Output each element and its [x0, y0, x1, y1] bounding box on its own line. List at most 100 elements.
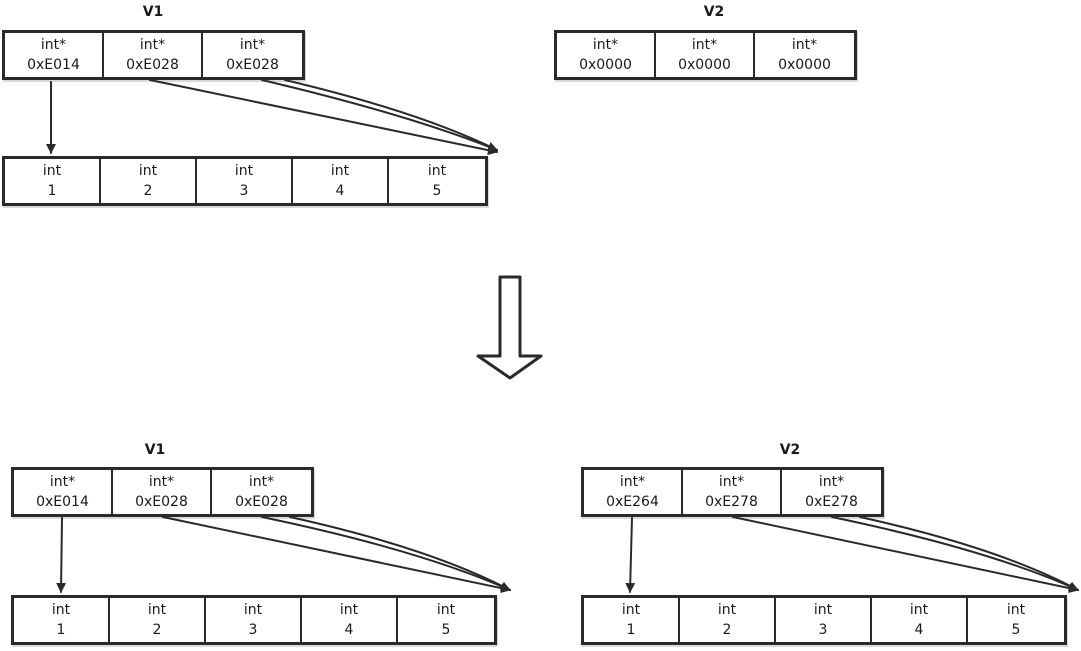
cell-value: 5 — [432, 183, 442, 199]
cell-address: 0xE028 — [235, 494, 288, 510]
cell-address: 0x0000 — [579, 57, 632, 73]
bottom-v2-value-cell-4: int 5 — [968, 598, 1064, 642]
cell-type: int* — [592, 37, 619, 53]
pointer-arrow — [261, 516, 511, 591]
bottom-v1-pointer-cell-0: int* 0xE014 — [14, 470, 113, 514]
cell-type: int* — [248, 474, 275, 490]
top-v1-pointer-cell-2: int* 0xE028 — [203, 33, 302, 77]
cell-type: int — [138, 163, 158, 179]
bottom-v1-label: V1 — [144, 442, 166, 458]
pointer-arrow — [56, 517, 67, 593]
cell-address: 0xE028 — [126, 57, 179, 73]
bottom-v2-value-cell-3: int 4 — [872, 598, 968, 642]
top-v1-value-cell-3: int 4 — [293, 159, 389, 203]
top-v1-value-cell-0: int 1 — [5, 159, 101, 203]
cell-type: int — [436, 602, 456, 618]
cell-type: int — [42, 163, 62, 179]
cell-type: int — [427, 163, 447, 179]
cell-type: int* — [49, 474, 76, 490]
cell-value: 2 — [722, 622, 732, 638]
top-v1-value-cell-4: int 5 — [389, 159, 485, 203]
top-v1-pointer-cell-1: int* 0xE028 — [104, 33, 203, 77]
cell-type: int* — [239, 37, 266, 53]
bottom-v2-value-cell-1: int 2 — [680, 598, 776, 642]
cell-address: 0xE014 — [36, 494, 89, 510]
bottom-v1-value-cell-2: int 3 — [206, 598, 302, 642]
cell-address: 0xE028 — [226, 57, 279, 73]
cell-type: int — [1006, 602, 1026, 618]
cell-type: int* — [791, 37, 818, 53]
cell-address: 0xE264 — [606, 494, 659, 510]
cell-value: 2 — [152, 622, 162, 638]
cell-value: 4 — [344, 622, 354, 638]
top-v1-pointer-array: int* 0xE014 int* 0xE028 int* 0xE028 — [2, 30, 305, 80]
cell-type: int* — [718, 474, 745, 490]
pointer-arrow — [625, 517, 636, 593]
cell-value: 2 — [143, 183, 153, 199]
top-v1-label: V1 — [142, 4, 164, 20]
top-v1-value-cell-1: int 2 — [101, 159, 197, 203]
cell-type: int — [909, 602, 929, 618]
cell-address: 0x0000 — [678, 57, 731, 73]
cell-value: 4 — [335, 183, 345, 199]
top-v2-label: V2 — [703, 4, 725, 20]
pointer-arrow — [261, 79, 498, 152]
bottom-v1-value-cell-4: int 5 — [398, 598, 494, 642]
cell-type: int* — [619, 474, 646, 490]
bottom-v2-value-cell-2: int 3 — [776, 598, 872, 642]
cell-address: 0xE278 — [705, 494, 758, 510]
bottom-v1-pointer-cell-2: int* 0xE028 — [212, 470, 311, 514]
cell-value: 1 — [47, 183, 57, 199]
bottom-v2-pointer-cell-1: int* 0xE278 — [683, 470, 782, 514]
cell-type: int — [813, 602, 833, 618]
cell-type: int* — [691, 37, 718, 53]
bottom-v2-pointer-array: int*0xE264 int*0xE278 int*0xE278 — [581, 467, 884, 517]
cell-type: int — [51, 602, 71, 618]
cell-value: 1 — [56, 622, 66, 638]
pointer-arrow — [859, 516, 1079, 591]
bottom-v2-pointer-cell-0: int* 0xE264 — [584, 470, 683, 514]
pointer-arrow — [284, 79, 498, 151]
top-v2-pointer-cell-0: int* 0x0000 — [557, 33, 656, 77]
bottom-v2-value-cell-0: int 1 — [584, 598, 680, 642]
top-v1-value-cell-2: int 3 — [197, 159, 293, 203]
pointer-arrow — [289, 516, 511, 591]
cell-value: 4 — [914, 622, 924, 638]
cell-type: int — [234, 163, 254, 179]
cell-address: 0xE028 — [135, 494, 188, 510]
down-arrow-icon — [476, 275, 543, 380]
cell-type: int — [621, 602, 641, 618]
pointer-arrow — [732, 516, 1079, 594]
cell-type: int — [330, 163, 350, 179]
cell-value: 5 — [1011, 622, 1021, 638]
cell-address: 0xE014 — [27, 57, 80, 73]
top-v2-pointer-array: int* 0x0000 int* 0x0000 int* 0x0000 — [554, 30, 857, 80]
cell-type: int — [717, 602, 737, 618]
cell-type: int* — [40, 37, 67, 53]
pointer-arrow — [149, 79, 498, 156]
cell-type: int — [243, 602, 263, 618]
bottom-v1-value-cell-3: int 4 — [302, 598, 398, 642]
cell-value: 3 — [239, 183, 249, 199]
bottom-v2-value-array: int 1 int 2 int 3 int 4 int 5 — [581, 595, 1067, 645]
cell-address: 0x0000 — [778, 57, 831, 73]
cell-value: 3 — [818, 622, 828, 638]
cell-type: int — [339, 602, 359, 618]
cell-value: 1 — [626, 622, 636, 638]
top-v1-value-array: int 1 int 2 int 3 int 4 int 5 — [2, 156, 488, 206]
cell-type: int* — [818, 474, 845, 490]
pointer-arrow — [162, 516, 511, 594]
bottom-v1-pointer-cell-1: int*0xE028 — [113, 470, 212, 514]
bottom-v2-pointer-cell-2: int*0xE278 — [782, 470, 881, 514]
cell-value: 3 — [248, 622, 258, 638]
top-v1-pointer-cell-0: int* 0xE014 — [5, 33, 104, 77]
bottom-v1-pointer-array: int* 0xE014 int* 0xE028 int* 0xE028 — [11, 467, 314, 517]
top-v2-pointer-cell-2: int* 0x0000 — [755, 33, 854, 77]
cell-type: int* — [139, 37, 166, 53]
cell-value: 5 — [441, 622, 451, 638]
pointer-arrow — [831, 516, 1079, 591]
bottom-v2-label: V2 — [779, 442, 801, 458]
top-v2-pointer-cell-1: int* 0x0000 — [656, 33, 755, 77]
